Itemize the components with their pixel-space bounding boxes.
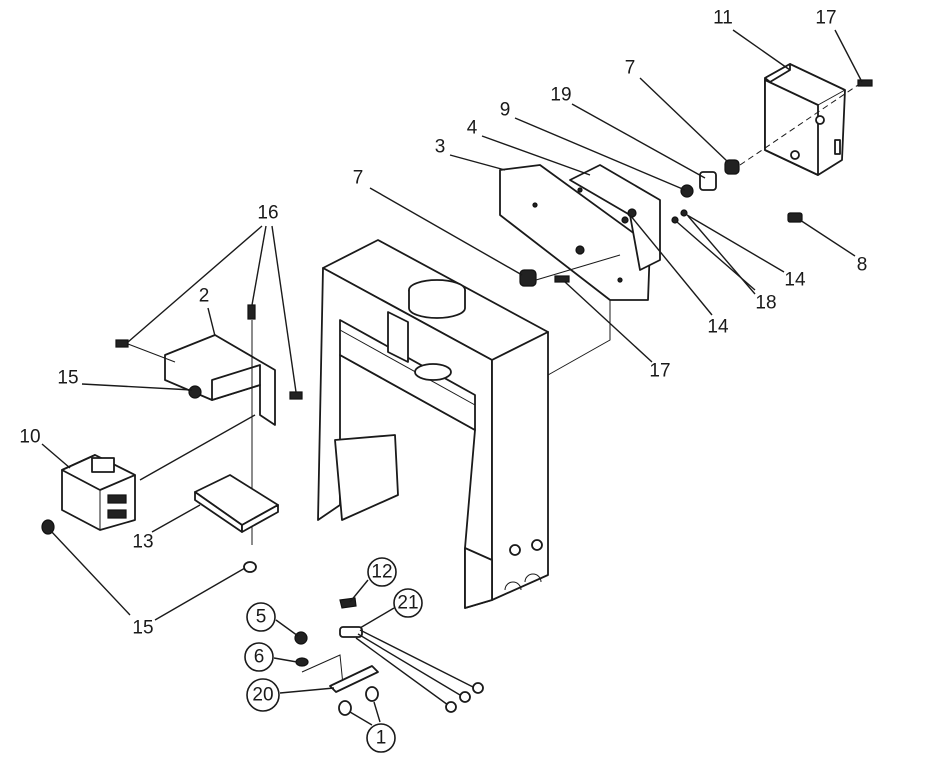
callout-21: 21 <box>397 593 418 614</box>
main-frame <box>317 239 611 609</box>
callout-13: 13 <box>132 532 153 553</box>
callout-4: 4 <box>467 118 478 139</box>
callout-5: 5 <box>256 607 267 628</box>
callout-16: 16 <box>257 203 278 224</box>
washer-6 <box>295 657 309 667</box>
connector-19 <box>699 171 717 191</box>
strap-20 <box>329 665 379 693</box>
mounting-plate-3 <box>499 164 651 301</box>
callout-1: 1 <box>376 728 387 749</box>
callout-20: 20 <box>252 685 273 706</box>
callouts: 11 17 7 19 9 4 3 7 16 2 15 10 13 15 8 14… <box>19 8 867 753</box>
screw-16b <box>247 304 256 320</box>
callout-9: 9 <box>500 100 511 121</box>
spacer-1a <box>338 700 352 716</box>
screw-17-top <box>857 79 873 87</box>
callout-18: 18 <box>755 293 776 314</box>
locknut-9 <box>680 184 694 198</box>
callout-14: 14 <box>707 317 729 338</box>
callout-7: 7 <box>625 58 636 79</box>
terminal-21 <box>339 626 363 638</box>
callout-3: 3 <box>435 137 446 158</box>
callout-19: 19 <box>550 85 571 106</box>
screw-16c <box>289 391 303 400</box>
junction-box-11 <box>764 63 846 176</box>
leader-lines <box>41 29 863 726</box>
grommet-15-top <box>188 385 202 399</box>
bracket-2 <box>115 304 303 545</box>
callout-6: 6 <box>254 647 265 668</box>
callout-12: 12 <box>371 562 392 583</box>
grommet-15-bottom <box>243 561 257 573</box>
nut-5 <box>294 631 308 645</box>
clip-12 <box>339 597 357 609</box>
callout-15: 15 <box>132 618 153 639</box>
bottom-hardware <box>294 597 484 716</box>
callout-11: 11 <box>713 8 733 29</box>
screw-16a <box>115 339 129 348</box>
callout-17: 17 <box>815 8 836 29</box>
callout-14: 14 <box>784 270 806 291</box>
spacer-1b <box>365 686 379 702</box>
relay-10 <box>61 414 256 531</box>
callout-17: 17 <box>649 361 670 382</box>
callout-7: 7 <box>353 168 364 189</box>
screw-17-bottom <box>554 275 570 283</box>
screw-8 <box>787 212 803 223</box>
callout-8: 8 <box>857 255 868 276</box>
callout-15: 15 <box>57 368 78 389</box>
callout-2: 2 <box>199 286 210 307</box>
callout-10: 10 <box>19 427 40 448</box>
nut-7-top <box>724 159 740 175</box>
nut-7-mid <box>519 269 537 287</box>
